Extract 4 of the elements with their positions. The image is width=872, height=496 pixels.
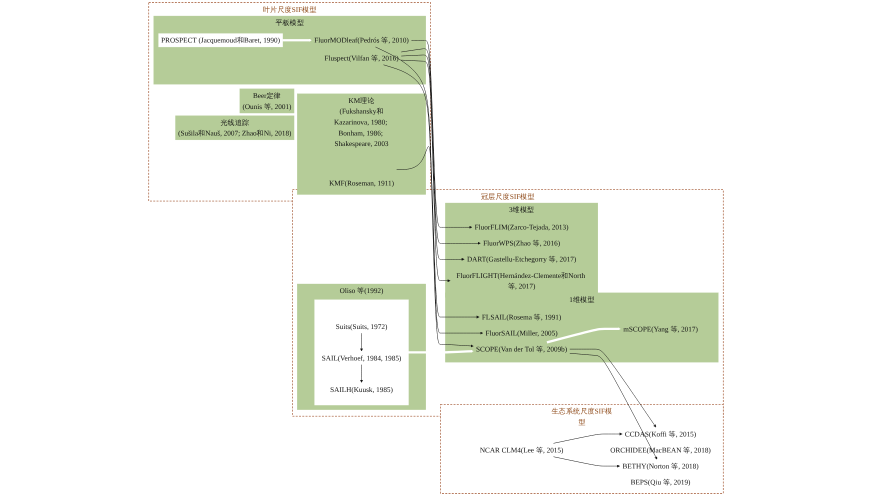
cluster	[314, 300, 409, 406]
arrow	[408, 350, 474, 354]
arrow	[546, 327, 621, 344]
arrow	[282, 38, 312, 42]
